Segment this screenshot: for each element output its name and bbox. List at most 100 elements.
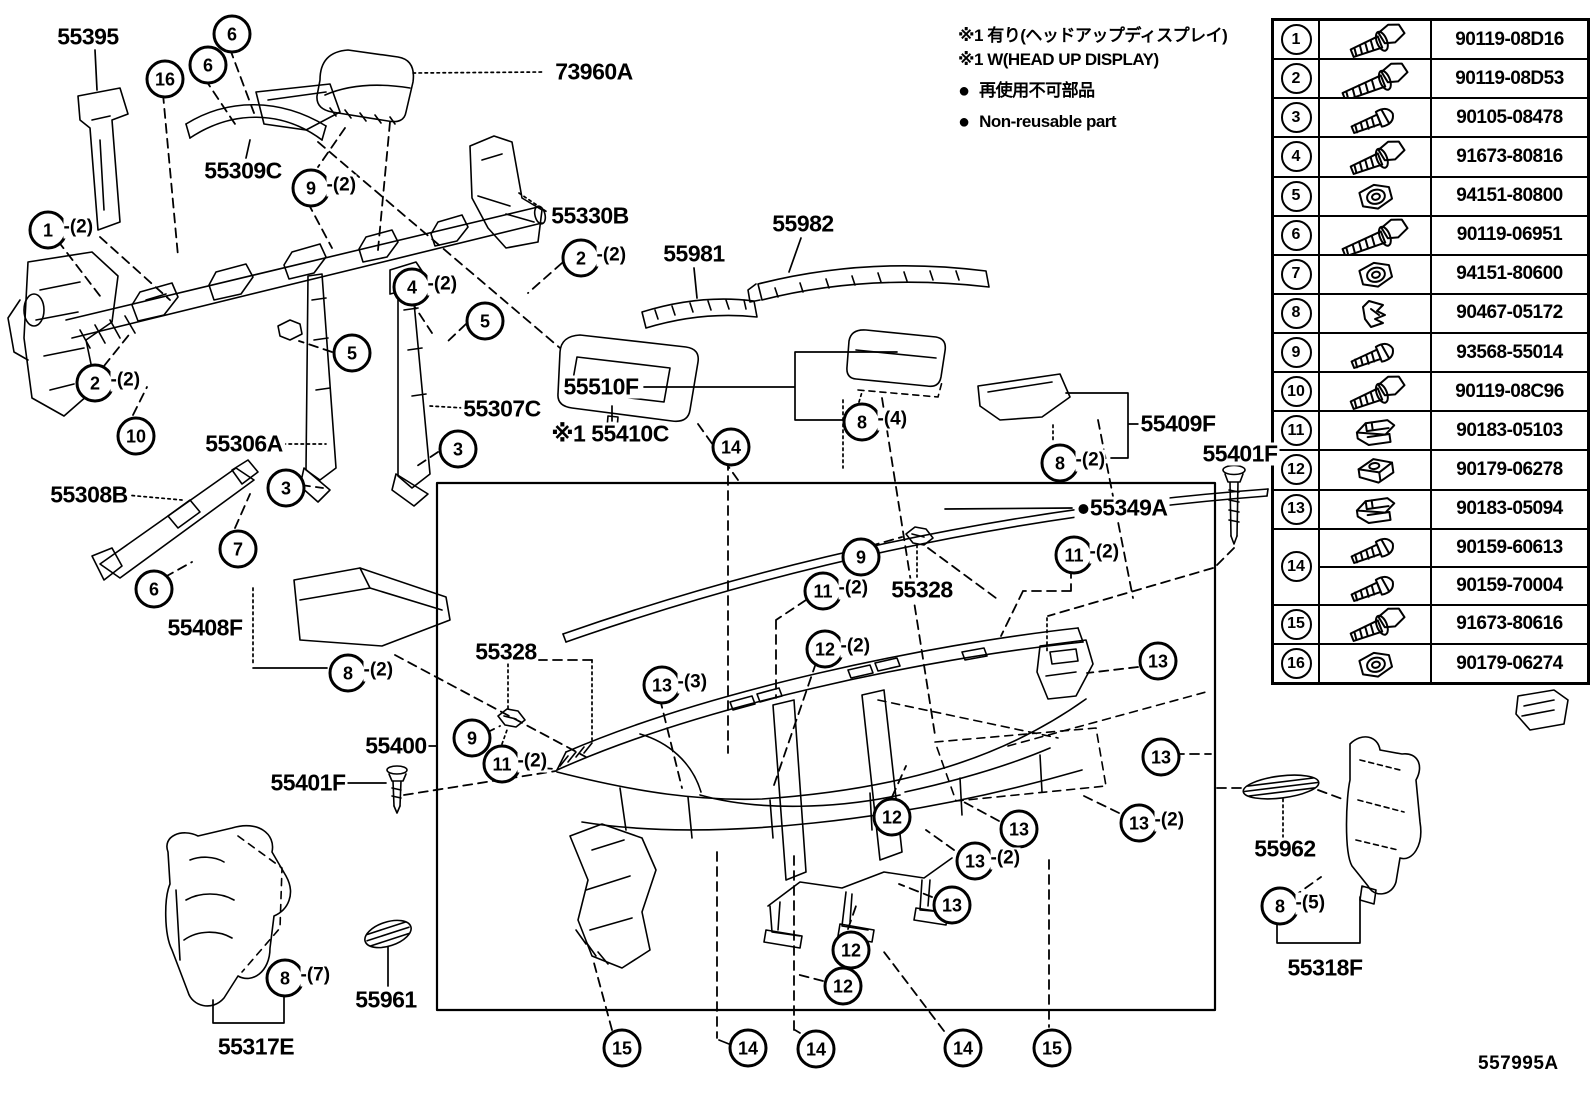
callout-13-35[interactable]: 13-(2) — [1119, 803, 1185, 843]
callout-2-5[interactable]: 2-(2) — [561, 238, 627, 278]
fastener-index-cell: 2 — [1274, 60, 1320, 98]
callout-number: 15 — [602, 1028, 642, 1068]
callout-1-0[interactable]: 1-(2) — [28, 210, 94, 250]
part-number[interactable]: 90119-08C96 — [1455, 380, 1564, 402]
callout-8-18[interactable]: 8-(4) — [842, 402, 908, 442]
part-number[interactable]: 91673-80816 — [1456, 145, 1563, 167]
callout-13-30[interactable]: 13 — [932, 885, 972, 925]
part-number[interactable]: 94151-80600 — [1456, 263, 1563, 285]
callout-12-27[interactable]: 12 — [872, 797, 912, 837]
callout-7-13[interactable]: 7 — [218, 529, 258, 569]
callout-13-28[interactable]: 13 — [999, 809, 1039, 849]
callout-8-19[interactable]: 8-(2) — [1040, 443, 1106, 483]
part-number[interactable]: 90183-05094 — [1456, 498, 1563, 520]
part-number[interactable]: 90179-06274 — [1456, 652, 1563, 674]
callout-9-25[interactable]: 9 — [452, 718, 492, 758]
callout-11-21[interactable]: 11-(2) — [803, 571, 869, 611]
part-number[interactable]: 90179-06278 — [1456, 458, 1563, 480]
callout-11-24[interactable]: 11-(2) — [1054, 535, 1120, 575]
fastener-index-cell: 14 — [1274, 529, 1320, 604]
callout-13-29[interactable]: 13-(2) — [955, 841, 1021, 881]
part-number[interactable]: 93568-55014 — [1456, 341, 1563, 363]
callout-quantity: -(3) — [677, 671, 708, 693]
bolt-icon — [1320, 373, 1432, 411]
callout-13-34[interactable]: 13 — [1141, 737, 1181, 777]
callout-number: 15 — [1032, 1028, 1072, 1068]
callout-15-41[interactable]: 15 — [1032, 1028, 1072, 1068]
part-label-73960A: 73960A — [553, 58, 635, 85]
callout-3-12[interactable]: 3 — [438, 429, 478, 469]
fastener-index-circle: 10 — [1280, 376, 1312, 408]
part-55510F-art — [846, 329, 947, 398]
callout-14-40[interactable]: 14 — [943, 1028, 983, 1068]
part-label-55328: 55328 — [889, 576, 955, 603]
fastener-row-16[interactable]: 16 90179-06274 — [1274, 642, 1587, 683]
callout-4-6[interactable]: 4-(2) — [392, 267, 458, 307]
callout-3-11[interactable]: 3 — [266, 468, 306, 508]
callout-8-16[interactable]: 8-(7) — [265, 958, 331, 998]
part-label-55395: 55395 — [55, 23, 121, 50]
fastener-index-circle: 12 — [1280, 454, 1312, 486]
screw-icon — [1320, 567, 1432, 604]
fastener-index-circle: 5 — [1280, 180, 1312, 212]
part-number[interactable]: 90119-08D53 — [1455, 67, 1564, 89]
callout-14-17[interactable]: 14 — [711, 427, 751, 467]
fastener-row-12[interactable]: 12 90179-06278 — [1274, 449, 1587, 489]
callout-16-1[interactable]: 16 — [145, 59, 185, 99]
part-number[interactable]: 90159-70004 — [1456, 574, 1563, 596]
callout-13-33[interactable]: 13 — [1138, 641, 1178, 681]
callout-2-9[interactable]: 2-(2) — [75, 363, 141, 403]
callout-5-8[interactable]: 5 — [332, 333, 372, 373]
part-number[interactable]: 94151-80800 — [1456, 185, 1563, 207]
callout-6-2[interactable]: 6 — [188, 45, 228, 85]
callout-11-26[interactable]: 11-(2) — [482, 744, 548, 784]
part-number[interactable]: 90183-05103 — [1456, 419, 1563, 441]
callout-15-37[interactable]: 15 — [602, 1028, 642, 1068]
callout-5-7[interactable]: 5 — [465, 301, 505, 341]
callout-13-23[interactable]: 13-(3) — [642, 665, 708, 705]
part-number[interactable]: 91673-80616 — [1456, 613, 1563, 635]
callout-8-36[interactable]: 8-(5) — [1260, 886, 1326, 926]
callout-10-10[interactable]: 10 — [116, 416, 156, 456]
part-number[interactable]: 90105-08478 — [1456, 106, 1563, 128]
part-number[interactable]: 90119-08D16 — [1455, 28, 1564, 50]
part-number[interactable]: 90159-60613 — [1456, 536, 1563, 558]
fastener-row-10[interactable]: 10 90119-08C96 — [1274, 371, 1587, 411]
part-number[interactable]: 90467-05172 — [1456, 302, 1563, 324]
callout-12-32[interactable]: 12 — [823, 966, 863, 1006]
fastener-index-cell: 16 — [1274, 644, 1320, 683]
callout-number: 11 — [803, 571, 843, 611]
fastener-row-body: 90183-05094 — [1320, 490, 1587, 528]
part-55408F-art — [293, 567, 451, 647]
callout-9-20[interactable]: 9 — [841, 537, 881, 577]
fastener-row-7[interactable]: 7 94151-80600 — [1274, 253, 1587, 293]
unut-icon — [1320, 490, 1432, 528]
fastener-index-circle: 2 — [1280, 63, 1312, 95]
unut-icon — [1320, 412, 1432, 450]
fastener-row-2[interactable]: 2 90119-08D53 — [1274, 58, 1587, 98]
callout-number: 9 — [291, 168, 331, 208]
callout-14-39[interactable]: 14 — [796, 1029, 836, 1069]
callout-14-38[interactable]: 14 — [728, 1028, 768, 1068]
callout-6-14[interactable]: 6 — [134, 569, 174, 609]
callout-9-4[interactable]: 9-(2) — [291, 168, 357, 208]
callout-12-22[interactable]: 12-(2) — [805, 629, 871, 669]
fastener-row-14[interactable]: 14 90159-60613 90159-70004 — [1274, 527, 1587, 604]
fastener-row-5[interactable]: 5 94151-80800 — [1274, 175, 1587, 215]
part-label-55307C: 55307C — [461, 395, 543, 422]
bolt-icon — [1320, 21, 1432, 59]
callout-8-15[interactable]: 8-(2) — [328, 653, 394, 693]
fastener-index-circle: 7 — [1280, 258, 1312, 290]
callout-12-31[interactable]: 12 — [831, 930, 871, 970]
part-number[interactable]: 90119-06951 — [1456, 224, 1563, 246]
callout-6-3[interactable]: 6 — [212, 14, 252, 54]
